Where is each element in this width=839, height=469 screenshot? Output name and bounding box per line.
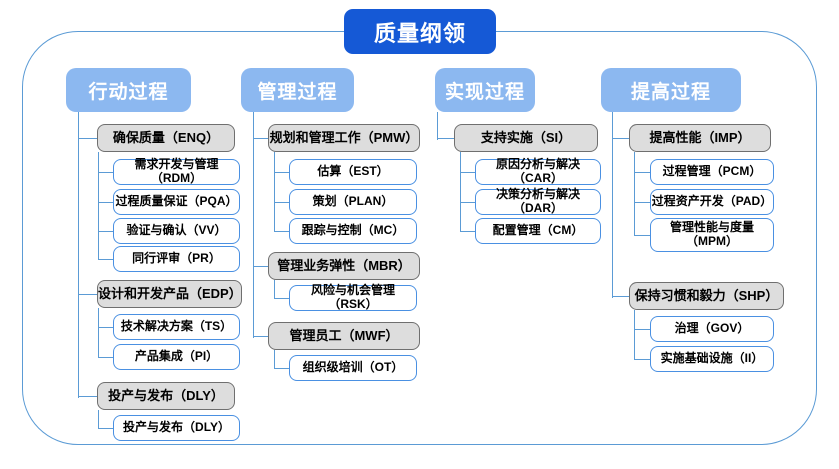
node-vv[interactable]: 验证与确认（VV） [113,218,240,244]
trunk-stub-col3-si [437,138,455,140]
trunk-stub-col2-mbr [253,266,269,268]
trunk-line-col4 [612,112,614,298]
node-est[interactable]: 估算（EST） [289,159,417,185]
branch-stub-plan [274,202,290,204]
branch-stub-pr [98,259,114,261]
node-edp[interactable]: 设计和开发产品（EDP） [97,280,242,308]
node-dly-child[interactable]: 投产与发布（DLY） [113,415,240,441]
node-imp[interactable]: 提高性能（IMP） [629,124,771,152]
branch-line-imp [634,152,636,236]
node-pqa[interactable]: 过程质量保证（PQA） [113,189,240,215]
column-header-management-process[interactable]: 管理过程 [241,68,354,112]
node-dar[interactable]: 决策分析与解决（DAR） [475,187,601,215]
branch-stub-ii [634,359,650,361]
branch-stub-ot [274,368,290,370]
node-pad[interactable]: 过程资产开发（PAD） [650,189,774,215]
node-si[interactable]: 支持实施（SI） [454,124,598,152]
branch-stub-mc [274,231,290,233]
column-header-implementation-process[interactable]: 实现过程 [435,68,535,112]
node-ii[interactable]: 实施基础设施（II） [650,346,774,372]
node-pmw[interactable]: 规划和管理工作（PMW） [268,124,420,152]
node-rdm[interactable]: 需求开发与管理（RDM） [113,157,240,185]
node-shp[interactable]: 保持习惯和毅力（SHP） [629,282,784,310]
node-pr[interactable]: 同行评审（PR） [113,246,240,272]
trunk-stub-col4-imp [612,138,630,140]
branch-line-si [460,152,462,232]
branch-line-shp [634,310,636,360]
node-mc[interactable]: 跟踪与控制（MC） [289,218,417,244]
branch-stub-pqa [98,202,114,204]
node-cm[interactable]: 配置管理（CM） [475,218,601,244]
branch-line-pmw [274,152,276,232]
branch-stub-car [460,172,476,174]
branch-stub-pcm [634,172,650,174]
node-enq[interactable]: 确保质量（ENQ） [97,124,235,152]
trunk-stub-col1-edp [78,294,98,296]
branch-stub-dly-child [98,428,114,430]
column-header-action-process[interactable]: 行动过程 [66,68,191,112]
node-pcm[interactable]: 过程管理（PCM） [650,159,774,185]
trunk-line-col3 [437,112,439,140]
node-mpm[interactable]: 管理性能与度量（MPM） [650,218,774,252]
branch-stub-est [274,172,290,174]
branch-stub-mpm [634,235,650,237]
trunk-line-col2 [253,112,255,338]
node-mbr[interactable]: 管理业务弹性（MBR） [268,252,420,280]
column-header-improvement-process[interactable]: 提高过程 [601,68,741,112]
node-pi[interactable]: 产品集成（PI） [113,344,240,370]
branch-stub-pad [634,202,650,204]
branch-stub-ts [98,327,114,329]
trunk-stub-col1-enq [78,138,98,140]
node-gov[interactable]: 治理（GOV） [650,316,774,342]
trunk-stub-col2-mwf [253,336,269,338]
branch-line-enq [98,152,100,259]
branch-line-mwf [274,350,276,369]
trunk-stub-col4-shp [612,296,630,298]
trunk-stub-col2-pmw [253,138,269,140]
branch-stub-dar [460,202,476,204]
trunk-stub-col1-dly [78,396,98,398]
branch-stub-cm [460,231,476,233]
node-car[interactable]: 原因分析与解决（CAR） [475,157,601,185]
node-plan[interactable]: 策划（PLAN） [289,189,417,215]
node-rsk[interactable]: 风险与机会管理（RSK） [289,283,417,311]
branch-stub-rsk [274,298,290,300]
branch-line-mbr [274,280,276,299]
node-mwf[interactable]: 管理员工（MWF） [268,322,420,350]
branch-stub-pi [98,357,114,359]
branch-stub-vv [98,231,114,233]
trunk-line-col1 [78,112,80,398]
node-dly[interactable]: 投产与发布（DLY） [97,382,235,410]
node-ot[interactable]: 组织级培训（OT） [289,355,417,381]
branch-stub-rdm [98,172,114,174]
node-ts[interactable]: 技术解决方案（TS） [113,314,240,340]
root-title-node: 质量纲领 [344,9,496,54]
branch-line-edp [98,308,100,358]
branch-line-dly [98,410,100,429]
branch-stub-gov [634,329,650,331]
